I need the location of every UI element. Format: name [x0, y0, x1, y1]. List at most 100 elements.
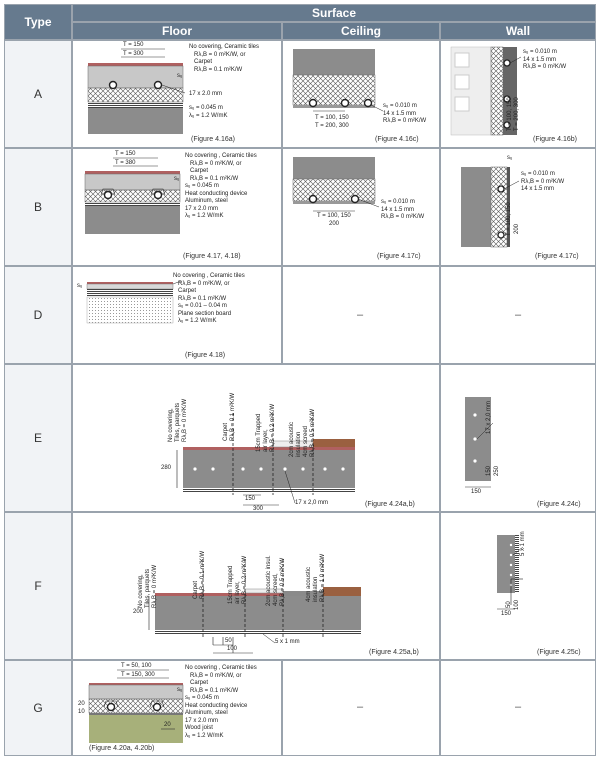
floor-g-su: sᵤ: [177, 687, 183, 693]
floor-g-cell: T = 50, 100 T = 150, 300 sᵤ 20 10 20 No …: [72, 660, 282, 756]
floor-b-t2: T = 380: [115, 160, 136, 166]
wall-a-caption: (Figure 4.16b): [533, 136, 577, 143]
wall-a-cell: sᵤ = 0.010 m 14 x 1.5 mm Rλ,B = 0 m²K/W …: [440, 40, 596, 148]
floor-f-label-5: 4cm acoustic insulation Rλ,B = 1.0 m²K/W: [306, 553, 326, 602]
floor-g-caption: (Figure 4.20a, 4.20b): [89, 745, 155, 752]
floor-f-label-4: 2cm acoustic insul. 4cm screed, Rλ,B = 0…: [266, 555, 286, 606]
type-e-label: E: [4, 364, 72, 512]
ceiling-b-cell: sᵤ = 0.010 m 14 x 1.5 mm Rλ,B = 0 m²K/W …: [282, 148, 440, 266]
ceiling-g-empty: –: [357, 701, 364, 713]
wall-e-d2: 250: [494, 465, 500, 476]
ceiling-a-diagram: [292, 49, 384, 112]
floor-a-su: sᵤ: [177, 73, 183, 79]
floor-d-diagram: [86, 280, 182, 324]
floor-f-dim1: 50: [225, 638, 232, 644]
floor-a-notes: No covering, Ceramic tiles Rλ,B = 0 m²K/…: [189, 44, 260, 73]
wall-b-cell: sᵤ sᵤ = 0.010 m Rλ,B = 0 m²K/W 14 x 1.5 …: [440, 148, 596, 266]
type-f-label: F: [4, 512, 72, 660]
wall-e-pipe: 17 x 2,0 mm: [486, 400, 492, 434]
ceiling-d-cell: –: [282, 266, 440, 364]
floor-e-dim1: 150: [245, 496, 256, 502]
wall-f-caption: (Figure 4.25c): [537, 649, 581, 656]
floor-d-su: sᵤ: [77, 283, 83, 289]
wall-b-t2: 200: [514, 223, 520, 234]
type-a-label: A: [4, 40, 72, 148]
floor-b-t1: T = 150: [115, 151, 136, 157]
floor-e-caption: (Figure 4.24a,b): [365, 501, 415, 508]
floor-g-diagram: [88, 669, 184, 743]
ceiling-b-notes: sᵤ = 0.010 m 14 x 1.5 mm Rλ,B = 0 m²K/W: [381, 199, 425, 220]
surface-header: Surface: [72, 4, 596, 22]
floor-g-t2: T = 150, 300: [121, 672, 155, 678]
ceiling-b-t2: 200: [329, 221, 340, 227]
wall-e-cell: 17 x 2,0 mm 150 250 150 (Figure 4.24c): [440, 364, 596, 512]
floor-g-d20b: 20: [164, 722, 171, 728]
wall-g-cell: –: [440, 660, 596, 756]
type-header: Type: [4, 4, 72, 40]
floor-b-su: sᵤ: [174, 176, 180, 182]
floor-e-label-2: Carpet Rλ,B = 0.1 m²K/W: [223, 392, 236, 441]
floor-a-cell: T = 150 T = 300 sᵤ No covering, Ceramic …: [72, 40, 282, 148]
wall-b-su: sᵤ: [507, 155, 513, 161]
floor-e-dim2: 300: [253, 506, 264, 512]
floor-f-height: 200: [133, 609, 144, 615]
ceiling-b-caption: (Figure 4.17c): [377, 253, 421, 260]
wall-e-w: 150: [471, 489, 482, 495]
floor-a-caption: (Figure 4.16a): [191, 136, 235, 143]
floor-a-props: sᵤ = 0.045 m λᵤ = 1.2 W/mK: [189, 105, 228, 119]
floor-e-cell: No covering, Tiles, parquets Rλ,B = 0 m²…: [72, 364, 440, 512]
floor-g-notes: No covering , Ceramic tiles Rλ,B = 0 m²K…: [185, 665, 257, 739]
ceiling-a-notes: sᵤ = 0.010 m 14 x 1.5 mm Rλ,B = 0 m²K/W: [383, 103, 427, 124]
wall-g-empty: –: [515, 701, 522, 713]
surface-table: Type Surface Floor Ceiling Wall A T = 15…: [4, 4, 596, 756]
floor-e-pipe: 17 x 2,0 mm: [295, 500, 329, 506]
ceiling-a-t1: T = 100, 150: [315, 115, 349, 121]
ceiling-a-caption: (Figure 4.16c): [375, 136, 419, 143]
floor-e-diagram: [176, 413, 355, 506]
floor-d-cell: sᵤ No covering , Ceramic tiles Rλ,B = 0 …: [72, 266, 282, 364]
floor-f-cell: No covering, Tiles, parquets Rλ,B = 0 m²…: [72, 512, 440, 660]
floor-e-label-3: 15cm Trapped air layer, Rλ,B = 0.2 m²K/W: [256, 403, 276, 452]
floor-e-label-4: 2cm acoustic insulation 4cm screed Rλ,B …: [289, 408, 316, 457]
type-g-label: G: [4, 660, 72, 756]
wall-a-diagram: [450, 46, 522, 136]
floor-a-diagram: [87, 48, 186, 134]
floor-header: Floor: [72, 22, 282, 40]
ceiling-a-t2: T = 200, 300: [315, 123, 349, 129]
floor-b-caption: (Figure 4.17, 4.18): [183, 253, 241, 260]
wall-e-d1: 150: [486, 465, 492, 476]
floor-b-diagram: [84, 157, 181, 234]
wall-f-d1: 50: [506, 601, 512, 608]
wall-f-w: 150: [501, 611, 512, 617]
type-d-label: D: [4, 266, 72, 364]
wall-f-pipe: 5 x 1 mm: [520, 531, 526, 556]
floor-g-d10: 10: [78, 709, 85, 715]
wall-b-caption: (Figure 4.17c): [535, 253, 579, 260]
floor-f-pipe: 5 x 1 mm: [275, 639, 300, 645]
ceiling-d-empty: –: [357, 309, 364, 321]
floor-f-label-2: Carpet Rλ,B = 0.1 m²K/W: [193, 550, 206, 599]
floor-e-height: 280: [161, 465, 172, 471]
ceiling-b-diagram: [292, 157, 380, 212]
wall-header: Wall: [440, 22, 596, 40]
floor-b-cell: T = 150 T = 380 sᵤ No covering , Ceramic…: [72, 148, 282, 266]
type-b-label: B: [4, 148, 72, 266]
floor-f-caption: (Figure 4.25a,b): [369, 649, 419, 656]
wall-e-diagram: [465, 397, 494, 488]
wall-e-caption: (Figure 4.24c): [537, 501, 581, 508]
wall-d-cell: –: [440, 266, 596, 364]
floor-d-notes: No covering , Ceramic tiles Rλ,B = 0 m²K…: [173, 273, 245, 324]
floor-f-label-1: No covering, Tiles, parquets Rλ,B = 0 m²…: [138, 564, 158, 608]
wall-f-cell: 5 x 1 mm 50 100 150 (Figure 4.25c): [440, 512, 596, 660]
ceiling-header: Ceiling: [282, 22, 440, 40]
ceiling-a-cell: sᵤ = 0.010 m 14 x 1.5 mm Rλ,B = 0 m²K/W …: [282, 40, 440, 148]
wall-b-notes: sᵤ = 0.010 m Rλ,B = 0 m²K/W 14 x 1.5 mm: [521, 171, 565, 192]
floor-a-t1: T = 150: [123, 42, 144, 48]
floor-d-caption: (Figure 4.18): [185, 352, 226, 359]
wall-f-d2: 100: [514, 599, 520, 610]
ceiling-g-cell: –: [282, 660, 440, 756]
floor-g-t1: T = 50, 100: [121, 663, 152, 669]
wall-b-diagram: [461, 166, 520, 248]
floor-f-diagram: [148, 559, 361, 654]
wall-d-empty: –: [515, 309, 522, 321]
